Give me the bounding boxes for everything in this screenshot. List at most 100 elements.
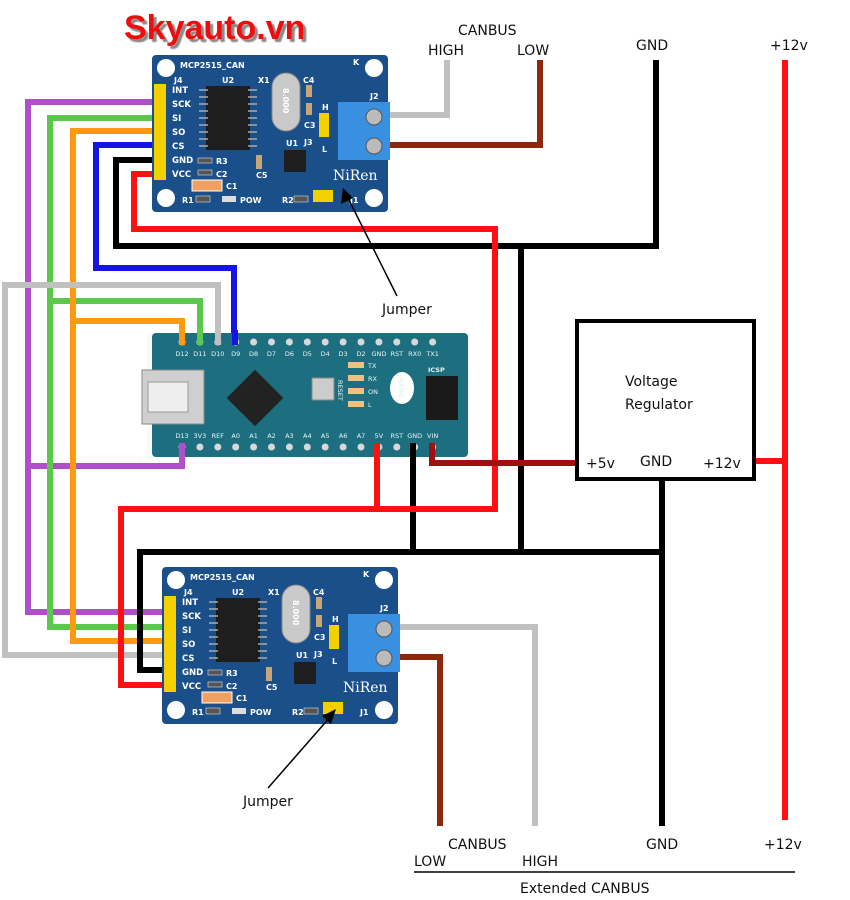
led-tx (348, 362, 364, 368)
nano-pin-d4: D4 (321, 350, 330, 358)
led-pow (232, 708, 246, 714)
label-c1: C1 (226, 182, 238, 191)
resistor-r1 (205, 707, 221, 715)
chip-u1 (284, 150, 306, 172)
led-pow (222, 196, 236, 202)
cap (306, 85, 312, 97)
label-c5: C5 (256, 171, 268, 180)
pin-hole (214, 443, 222, 451)
arrow-head-icon (322, 709, 336, 724)
label-pow: POW (250, 708, 272, 717)
cap-c2 (207, 681, 223, 688)
jumper-j1 (323, 702, 343, 714)
wire-cs-bottom-d10 (2, 282, 221, 658)
icsp-header (426, 376, 458, 420)
bottom-canbus-low: LOW (414, 854, 446, 870)
wire-canbus-low-top (375, 60, 543, 148)
label-j4: J4 (183, 588, 193, 597)
nano-pin-tx1: TX1 (425, 350, 439, 358)
label-j1: J1 (349, 196, 359, 205)
nano-badge (390, 372, 414, 404)
arrow-head-icon (341, 188, 353, 204)
module-name: MCP2515_CAN (190, 573, 255, 582)
nano-pin-gnd: GND (371, 350, 386, 358)
mount-hole (167, 571, 185, 589)
pin-hole (250, 443, 258, 451)
bottom-canbus-high: HIGH (522, 854, 558, 870)
chip-u1 (294, 662, 316, 684)
bottom-12v-label: +12v (764, 837, 802, 853)
resistor-r3 (197, 157, 213, 164)
pin-hole (285, 338, 293, 346)
pin-label-so: SO (172, 128, 185, 138)
nano-pin-a2: A2 (267, 432, 276, 440)
label-c5: C5 (266, 683, 278, 692)
top-canbus-high: HIGH (428, 43, 464, 59)
crystal-label: 8.000 (291, 600, 300, 626)
label-r3: R3 (216, 157, 228, 166)
label-j3: J3 (313, 650, 323, 659)
nano-pin-a5: A5 (321, 432, 330, 440)
nano-pin-d2: D2 (356, 350, 365, 358)
pin-hole (196, 443, 204, 451)
label-c4: C4 (313, 588, 325, 597)
nano-pin-vin: VIN (427, 432, 438, 440)
led-label-l: L (368, 401, 372, 409)
regulator-12v: +12v (703, 456, 741, 472)
label-x1: X1 (268, 588, 280, 597)
label-r3: R3 (226, 669, 238, 678)
pin-hole (268, 338, 275, 346)
nano-pin-d3: D3 (339, 350, 348, 358)
pin-label-gnd: GND (182, 668, 203, 678)
usb-port (147, 381, 189, 413)
crystal-x1 (281, 584, 311, 644)
pin-hole (321, 338, 329, 346)
pin-label-gnd: GND (172, 156, 193, 166)
nano-pin-a4: A4 (303, 432, 312, 440)
label-c4: C4 (303, 76, 315, 85)
terminal-block-j2 (338, 102, 390, 160)
chip-u2-body (208, 86, 248, 150)
wire-canbus-high-top (375, 60, 450, 118)
pin-label-int: INT (182, 598, 198, 608)
jumper-label-top: Jumper (381, 302, 432, 318)
pin-label-sck: SCK (182, 612, 201, 622)
regulator-gnd: GND (640, 454, 672, 470)
label-c2: C2 (226, 682, 237, 691)
nano-pin-ref: REF (212, 432, 225, 440)
terminal-screw-high (365, 108, 383, 126)
mount-hole (365, 59, 383, 77)
nano-pin-d9: D9 (231, 350, 240, 358)
led-label-tx: TX (367, 362, 377, 370)
label-j2: J2 (369, 92, 379, 101)
jumper-j1 (313, 190, 333, 202)
nano-pin-a0: A0 (231, 432, 240, 440)
pin-header (154, 84, 166, 180)
voltage-regulator (575, 319, 756, 481)
regulator-title-2: Regulator (625, 397, 693, 413)
cap-c1 (191, 179, 223, 192)
nano-pin-d12: D12 (175, 350, 188, 358)
pin-label-int: INT (172, 86, 188, 96)
top-gnd-label: GND (636, 38, 668, 54)
regulator-title-1: Voltage (625, 374, 678, 390)
label-u2: U2 (232, 588, 244, 597)
label-c2: C2 (216, 170, 227, 179)
label-c3: C3 (314, 633, 325, 642)
regulator-5v: +5v (586, 456, 615, 472)
nano-pin-a7: A7 (357, 432, 366, 440)
nano-pin-rst: RST (390, 432, 403, 440)
pin-hole (393, 338, 401, 346)
label-c3: C3 (304, 121, 315, 130)
nano-pin-3v3: 3V3 (194, 432, 207, 440)
wire-vcc-top (118, 171, 498, 688)
jumper-label-bottom: Jumper (242, 794, 293, 810)
mount-hole (375, 571, 393, 589)
label-l: L (322, 145, 327, 154)
cap-c5 (256, 155, 262, 169)
crystal-x1 (271, 72, 301, 132)
cap (306, 103, 312, 115)
nano-pin-d13: D13 (175, 432, 188, 440)
pin-hole (393, 443, 401, 451)
